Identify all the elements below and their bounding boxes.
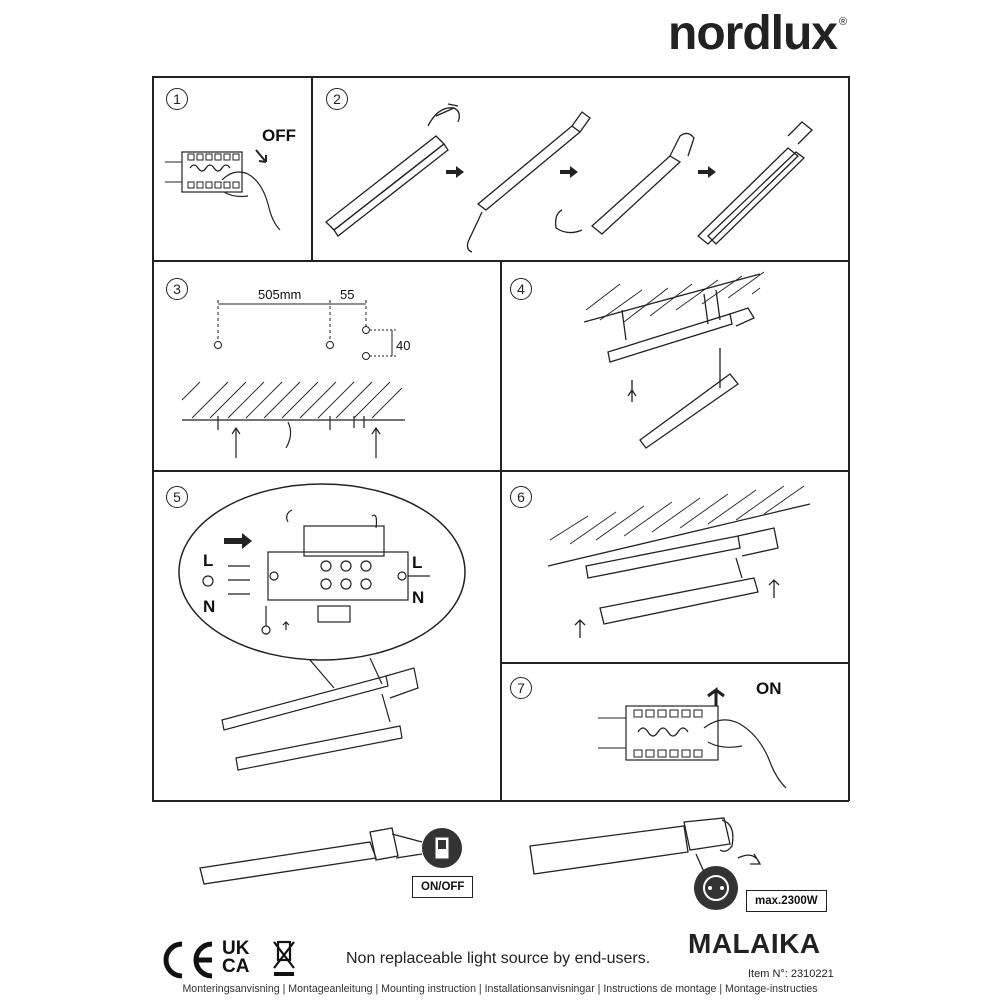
- ukca-mark: UK CA: [222, 938, 250, 977]
- off-label: OFF: [262, 126, 296, 145]
- step-number-7: 7: [510, 677, 532, 699]
- open-fixture-illustration: [325, 103, 813, 253]
- breaker-off-illustration: [165, 149, 281, 231]
- drilling-template-illustration: [181, 300, 405, 458]
- step-number-6: 6: [510, 486, 532, 508]
- mount-base-illustration: [583, 271, 765, 449]
- breaker-on-illustration: [598, 687, 787, 789]
- terminal-right-L: L: [412, 553, 423, 572]
- dim-505mm: 505mm: [258, 287, 302, 302]
- terminal-right-N: N: [412, 588, 425, 607]
- non-replaceable-notice: Non replaceable light source by end-user…: [346, 950, 651, 967]
- switch-illustration: [199, 827, 462, 885]
- step-number-3: 3: [166, 278, 188, 300]
- item-number: Item N°: 2310221: [748, 968, 834, 980]
- on-label: ON: [756, 679, 782, 698]
- dim-40: 40: [396, 338, 411, 353]
- max-wattage-label: max.2300W: [746, 890, 827, 912]
- step-number-1: 1: [166, 88, 188, 110]
- terminal-left-L: L: [203, 551, 214, 570]
- dim-55: 55: [340, 287, 355, 302]
- on-off-label: ON/OFF: [412, 876, 474, 898]
- terminal-left-N: N: [203, 597, 216, 616]
- step-number-4: 4: [510, 278, 532, 300]
- attach-diffuser-illustration: [547, 485, 811, 638]
- step-number-5: 5: [166, 486, 188, 508]
- product-name: MALAIKA: [688, 928, 821, 959]
- languages-footer: Monteringsanvisning | Montageanleitung |…: [182, 983, 818, 995]
- wiring-illustration: [178, 483, 466, 771]
- socket-illustration: [529, 817, 762, 910]
- brand-logo: nordlux®: [668, 7, 847, 60]
- certification-marks: [163, 940, 295, 979]
- step-number-2: 2: [326, 88, 348, 110]
